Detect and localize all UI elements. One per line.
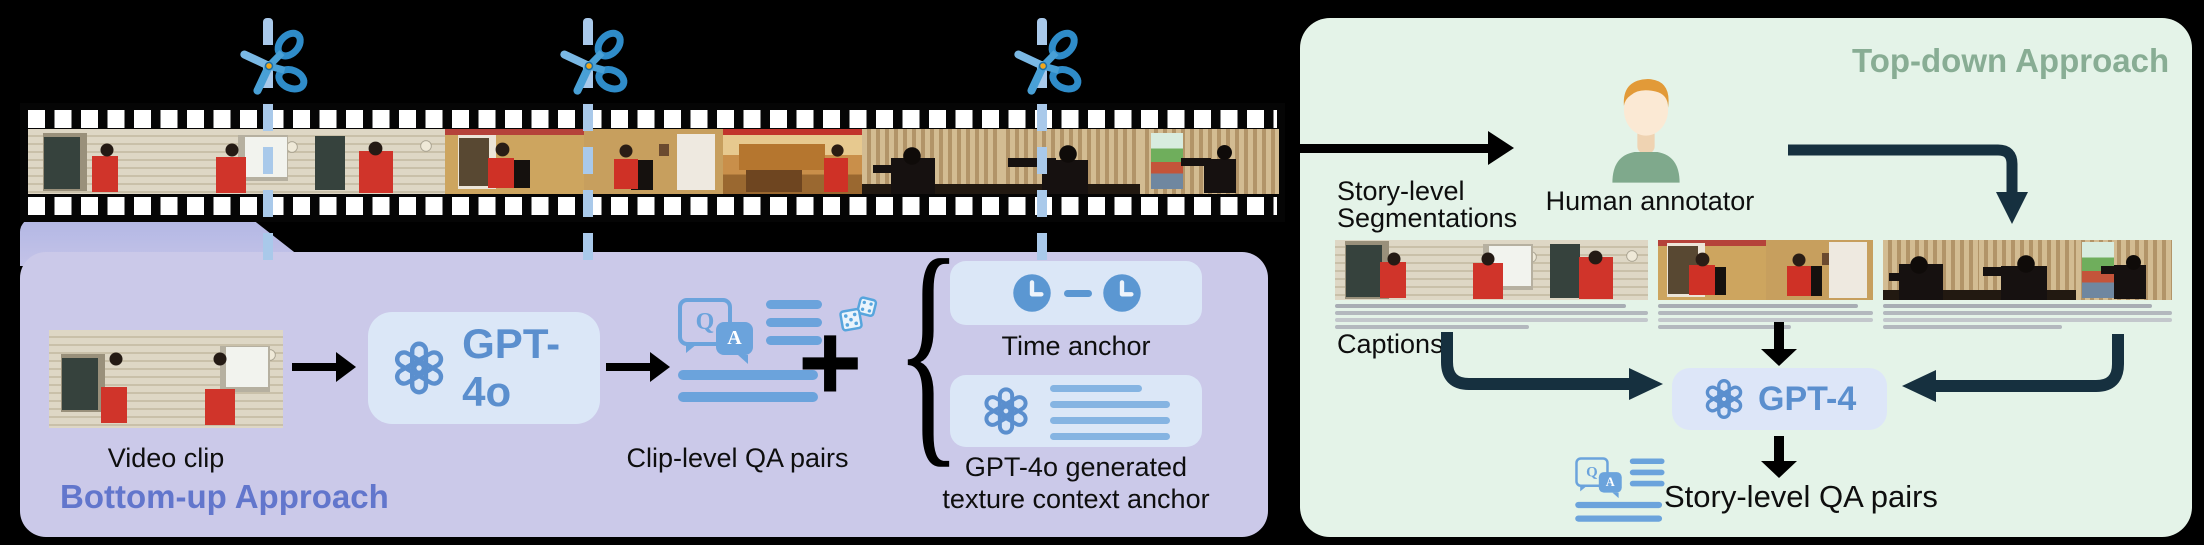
segment-frame xyxy=(1439,240,1544,300)
openai-logo-icon xyxy=(1703,378,1745,420)
film-frames xyxy=(28,129,1279,194)
time-anchor-box xyxy=(950,261,1202,325)
segment-frame xyxy=(1883,240,1980,300)
film-frame xyxy=(167,129,306,194)
cut-dashed-line xyxy=(263,18,273,268)
video-clip-label: Video clip xyxy=(107,443,225,473)
cut-marker-1 xyxy=(233,18,313,278)
arrow-segment3-to-gpt4 xyxy=(1902,334,2124,402)
film-strip xyxy=(20,103,1285,222)
film-frame xyxy=(584,129,723,194)
cut-marker-2 xyxy=(553,18,633,278)
film-sprockets-top xyxy=(28,110,1277,128)
human-annotator-label: Human annotator xyxy=(1545,186,1755,216)
segmentations-label: Story-level Segmentations xyxy=(1337,176,1518,233)
openai-logo-icon xyxy=(982,387,1030,435)
captions-label: Captions xyxy=(1337,329,1444,359)
arrow-gpt4o-to-qa xyxy=(606,352,670,382)
segment-frame xyxy=(1335,240,1440,300)
qa-bubbles-icon: Q A xyxy=(676,296,822,408)
film-frame xyxy=(306,129,445,194)
a-bubble: A xyxy=(716,322,753,364)
arrow-videoclip-to-gpt4o xyxy=(292,352,356,382)
curly-brace: { xyxy=(895,208,962,488)
top-down-title: Top-down Approach xyxy=(1852,42,2170,79)
cut-marker-3 xyxy=(1007,18,1087,278)
segment-thumb-2 xyxy=(1883,240,2172,300)
arrow-gpt4-to-story-qa xyxy=(1761,436,1797,478)
time-anchor-label: Time anchor xyxy=(1001,331,1151,361)
gpt4o-badge-label: GPT-4o xyxy=(462,320,561,415)
scissors-icon xyxy=(239,26,311,98)
texture-anchor-box xyxy=(950,375,1202,447)
story-qa-label: Story-level QA pairs xyxy=(1664,479,1938,514)
segment-frame xyxy=(1979,240,2076,300)
openai-logo-icon xyxy=(390,337,448,399)
a-bubble: A xyxy=(1598,472,1622,499)
dice-icon xyxy=(839,296,878,332)
arrow-segments-to-gpt4 xyxy=(1761,322,1797,366)
caption-lines xyxy=(1658,304,1873,329)
video-clip-frame xyxy=(49,330,166,428)
video-clip-image xyxy=(49,330,283,428)
clip-qa-label: Clip-level QA pairs xyxy=(626,443,849,473)
segment-frame xyxy=(2075,240,2172,300)
scissors-icon xyxy=(1013,26,1085,98)
minus-icon xyxy=(1064,290,1092,297)
film-frame xyxy=(1001,129,1140,194)
segment-thumb-1 xyxy=(1658,240,1873,300)
arrow-annotator-to-segments xyxy=(1788,144,2028,224)
scissors-icon xyxy=(559,26,631,98)
segment-frame xyxy=(1543,240,1648,300)
gpt4-badge: GPT-4 xyxy=(1672,368,1887,430)
caption-lines xyxy=(1883,304,2172,329)
gpt4-badge-label: GPT-4 xyxy=(1758,379,1857,418)
segment-frame xyxy=(1658,240,1766,300)
film-frame xyxy=(723,129,862,194)
film-frame xyxy=(862,129,1001,194)
film-frame xyxy=(1140,129,1279,194)
cut-dashed-line xyxy=(583,18,593,268)
arrow-captions-to-gpt4 xyxy=(1441,332,1663,400)
bottom-up-title: Bottom-up Approach xyxy=(60,478,389,515)
gpt4o-badge: GPT-4o xyxy=(368,312,600,424)
texture-anchor-label-1: GPT-4o generated xyxy=(964,452,1188,482)
texture-anchor-label-2: texture context anchor xyxy=(942,484,1210,514)
person-icon xyxy=(1612,79,1680,183)
film-frame xyxy=(445,129,584,194)
film-frame xyxy=(28,129,167,194)
caption-lines xyxy=(1335,304,1648,329)
film-sprockets-bottom xyxy=(28,197,1277,215)
clock-icon xyxy=(1102,273,1142,313)
segment-frame xyxy=(1765,240,1873,300)
segment-thumb-0 xyxy=(1335,240,1648,300)
qa-bubbles-icon: Q A xyxy=(1574,456,1665,525)
video-clip-frame xyxy=(166,330,283,428)
arrow-film-to-annotator xyxy=(1286,131,1514,165)
clock-icon xyxy=(1012,273,1052,313)
cut-dashed-line xyxy=(1037,18,1047,268)
